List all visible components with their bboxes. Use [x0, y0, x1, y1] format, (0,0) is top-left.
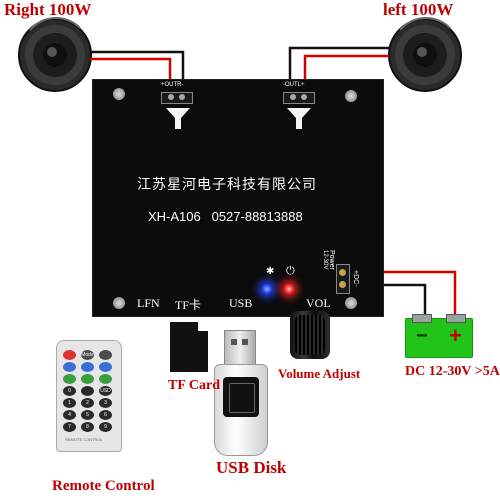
remote-key: USD	[99, 386, 112, 396]
left-speaker	[388, 17, 462, 92]
tf-slot-label: TF卡	[175, 298, 202, 312]
remote-key	[81, 386, 94, 396]
dc-terminal	[336, 264, 350, 294]
remote-footer: REMOTE CONTROL	[65, 437, 103, 442]
model-phone: XH-A106 0527-88813888	[148, 209, 303, 224]
remote-key: 4	[63, 410, 76, 420]
remote-key: 1	[63, 398, 76, 408]
dc-terminal-block: − +	[405, 314, 473, 358]
dc-minus-label: −	[416, 325, 428, 347]
mounting-screw	[345, 297, 357, 309]
remote-key: 3	[99, 398, 112, 408]
vol-label: VOL	[306, 296, 331, 310]
right-speaker	[18, 17, 92, 92]
power-range-label: 12-30V	[322, 250, 328, 270]
bluetooth-led	[261, 283, 273, 295]
volume-knob[interactable]	[290, 311, 330, 359]
remote-key	[63, 350, 76, 360]
out-r-terminal	[161, 92, 193, 104]
bluetooth-icon: ✱	[266, 266, 275, 277]
remote-key: 5	[81, 410, 94, 420]
right-speaker-label: Right 100W	[4, 0, 92, 19]
dc-plus-label: +	[449, 323, 462, 348]
volume-adjust-label: Volume Adjust	[278, 366, 361, 381]
out-l-terminal	[283, 92, 315, 104]
out-r-arrow-icon	[166, 108, 190, 129]
remote-key: 8	[81, 422, 94, 432]
remote-key	[81, 362, 94, 372]
remote-control-label: Remote Control	[52, 478, 155, 494]
remote-key: 2	[81, 398, 94, 408]
remote-key: 0	[63, 386, 76, 396]
tf-card-label: TF Card	[168, 378, 220, 393]
usb-disk-image	[214, 330, 268, 456]
out-l-arrow-icon	[287, 108, 311, 129]
remote-key	[63, 362, 76, 372]
dc-input-label: DC 12-30V >5A	[405, 364, 500, 379]
remote-key: 7	[63, 422, 76, 432]
out-l-label: -OUTL+	[283, 82, 305, 88]
remote-key	[63, 374, 76, 384]
left-speaker-label: left 100W	[383, 0, 454, 19]
mounting-screw	[345, 90, 357, 102]
remote-key	[81, 374, 94, 384]
remote-key: 9	[99, 422, 112, 432]
usb-port-label: USB	[229, 296, 253, 310]
dc-terminal-label: +DC-	[352, 270, 359, 287]
power-led	[283, 283, 295, 295]
remote-key	[99, 374, 112, 384]
dc-wire-red	[348, 270, 457, 320]
usb-disk-label: USB Disk	[216, 458, 287, 477]
mounting-screw	[113, 297, 125, 309]
remote-key: Mode	[81, 350, 94, 360]
remote-key	[99, 362, 112, 372]
out-r-label: +OUTR-	[161, 82, 184, 88]
company-name: 江苏星河电子科技有限公司	[137, 178, 317, 193]
lfn-label: LFN	[137, 296, 160, 310]
power-label: Power	[328, 250, 335, 270]
remote-key: 6	[99, 410, 112, 420]
remote-key	[99, 350, 112, 360]
mounting-screw	[113, 88, 125, 100]
amplifier-board: +OUTR- -OUTL+ 江苏星河电子科技有限公司 XH-A106 0527-…	[93, 80, 383, 316]
power-icon: ⏻	[286, 265, 295, 277]
